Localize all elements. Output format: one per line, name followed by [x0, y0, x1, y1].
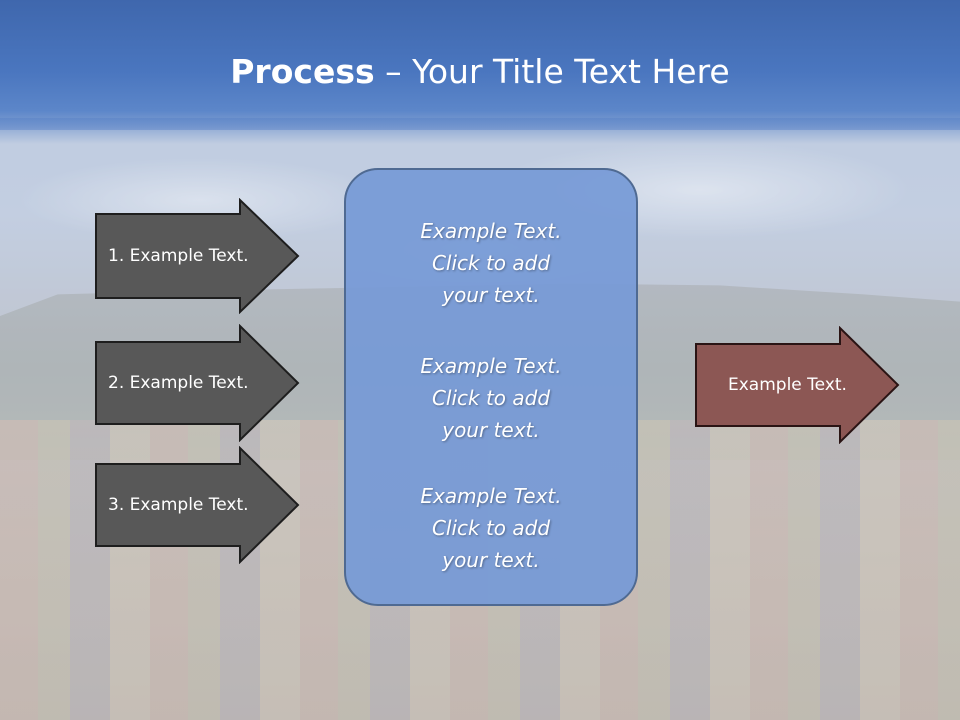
right-arrow[interactable]: Example Text.	[694, 326, 900, 444]
slide-title[interactable]: Process – Your Title Text Here	[0, 52, 960, 91]
center-paragraph-line: your text.	[442, 548, 540, 572]
left-arrow-2-label: 2. Example Text.	[108, 373, 249, 393]
title-rest: – Your Title Text Here	[374, 52, 730, 91]
center-text-box[interactable]: Example Text. Click to add your text. Ex…	[344, 168, 638, 606]
title-bar	[0, 0, 960, 130]
center-paragraph-line: your text.	[442, 283, 540, 307]
center-paragraph-line: your text.	[442, 418, 540, 442]
left-arrow-1[interactable]: 1. Example Text.	[94, 198, 300, 314]
center-paragraph-line: Example Text.	[420, 484, 562, 508]
title-bold: Process	[230, 52, 375, 91]
right-arrow-label: Example Text.	[728, 375, 847, 395]
left-arrow-3-label: 3. Example Text.	[108, 495, 249, 515]
left-arrow-1-label: 1. Example Text.	[108, 246, 249, 266]
title-bar-fade	[0, 118, 960, 144]
center-paragraph-line: Example Text.	[420, 354, 562, 378]
center-paragraph-line: Click to add	[431, 516, 551, 540]
left-arrow-2[interactable]: 2. Example Text.	[94, 324, 300, 442]
left-arrow-3[interactable]: 3. Example Text.	[94, 446, 300, 564]
center-paragraph-line: Click to add	[431, 251, 551, 275]
center-paragraph-2: Example Text. Click to add your text.	[346, 350, 636, 446]
center-paragraph-1: Example Text. Click to add your text.	[346, 215, 636, 311]
center-paragraph-line: Click to add	[431, 386, 551, 410]
center-paragraph-3: Example Text. Click to add your text.	[346, 480, 636, 576]
center-paragraph-line: Example Text.	[420, 219, 562, 243]
